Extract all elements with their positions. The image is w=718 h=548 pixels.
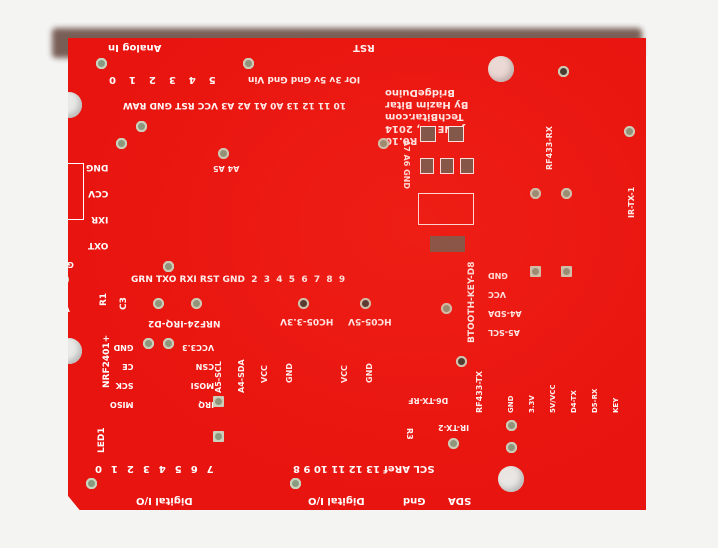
- ir-tx-1-label: IR-TX-1: [627, 186, 636, 218]
- hc05-gnd: GND: [507, 395, 515, 413]
- smd-pad: [420, 158, 434, 174]
- diode-outline: [68, 163, 84, 220]
- d6-tx-rf-label: D6-TX-RF: [408, 396, 449, 405]
- vin-label: VIN: [54, 304, 70, 313]
- ir-tx-2-label: IR-TX-2: [438, 423, 470, 432]
- nrf-label: NRF2401+: [102, 334, 112, 388]
- board-name: BridgeDuino: [385, 87, 455, 98]
- digital-io-label-2: Digital I/O: [308, 495, 365, 506]
- i2c-label-vcc: VCC: [260, 365, 269, 383]
- nrf-irq-label: NRF24-IRQ-D2: [148, 318, 221, 328]
- hc05-3v3: 3.3V: [528, 395, 536, 413]
- a6-a7-label: A7 A6 GND: [402, 140, 411, 189]
- pcb-board: Analog In RST 543210 IOr 3v 5v Gnd Gnd V…: [68, 38, 646, 510]
- i2c-labels: A5-SCL: [214, 361, 223, 393]
- led-label: LED1: [97, 427, 107, 453]
- rf433-rx-label: RF433-RX: [545, 126, 554, 170]
- r1-label: R1: [99, 292, 109, 306]
- digital-low-labels: 76543210: [86, 463, 214, 474]
- smd-pad: [460, 158, 474, 174]
- gnd-bottom-label: Gnd: [403, 495, 426, 506]
- date: JUNE 12, 2014: [385, 123, 465, 134]
- rst-label: RST: [353, 42, 375, 53]
- digital-high-labels: SCL ARef 13 12 11 10 9 8: [293, 463, 435, 474]
- hc05-d4: D4-TX: [570, 390, 578, 413]
- analog-in-label: Analog In: [108, 42, 162, 53]
- a4-a5-label: A4 A5: [213, 164, 240, 173]
- i2c-label-a4: A4-SDA: [237, 359, 246, 393]
- mounting-hole-bottom-right: [498, 466, 524, 492]
- smd-pad: [430, 236, 465, 252]
- power-row-gnd: GND: [365, 363, 374, 383]
- smd-pad: [448, 126, 464, 142]
- mounting-hole-top-right: [488, 56, 514, 82]
- hc05-key: KEY: [612, 397, 620, 413]
- power-row-vcc: VCC: [340, 365, 349, 383]
- mounting-hole-top-left: [68, 92, 82, 118]
- digital-io-label-1: Digital I/O: [136, 495, 193, 506]
- hc05-d5: D5-RX: [591, 388, 599, 413]
- smd-pad: [440, 158, 454, 174]
- r3-label: R3: [405, 428, 414, 440]
- hc05-5v-label: HC05-5V: [348, 316, 392, 326]
- pro-mini-bottom-labels: GRN TXO RXI RST GND 2 3 4 5 6 7 8 9: [131, 275, 346, 285]
- analog-pin-labels: 543210: [96, 74, 216, 85]
- regulator-outline: [418, 193, 474, 225]
- revision: R0.10: [385, 135, 418, 146]
- hc05-5v: 5V/VCC: [549, 384, 557, 413]
- author: By Hazim Bitar: [385, 99, 469, 110]
- rf433-tx-label: RF433-TX: [475, 370, 484, 413]
- mounting-hole-mid-left: [68, 338, 82, 364]
- site: TechBitar.com: [385, 111, 464, 122]
- title-block: R0.10 JUNE 12, 2014 TechBitar.com By Haz…: [385, 86, 468, 146]
- power-pin-labels: IOr 3v 5v Gnd Gnd Vin: [248, 74, 361, 84]
- hc05-3v3-label: HC05-3.3V: [280, 316, 334, 326]
- gnd-label: GND: [54, 260, 74, 269]
- smd-pad: [420, 126, 436, 142]
- c3-label: C3: [119, 297, 129, 310]
- pro-mini-top-labels: 10 11 12 13 A0 A1 A2 A3 VCC RST GND RAW: [123, 100, 347, 110]
- bt-key-label: BTOOTH-KEY-D8: [467, 261, 477, 344]
- i2c-label-gnd: GND: [285, 363, 294, 383]
- sda-bottom-label: SDA: [448, 495, 472, 506]
